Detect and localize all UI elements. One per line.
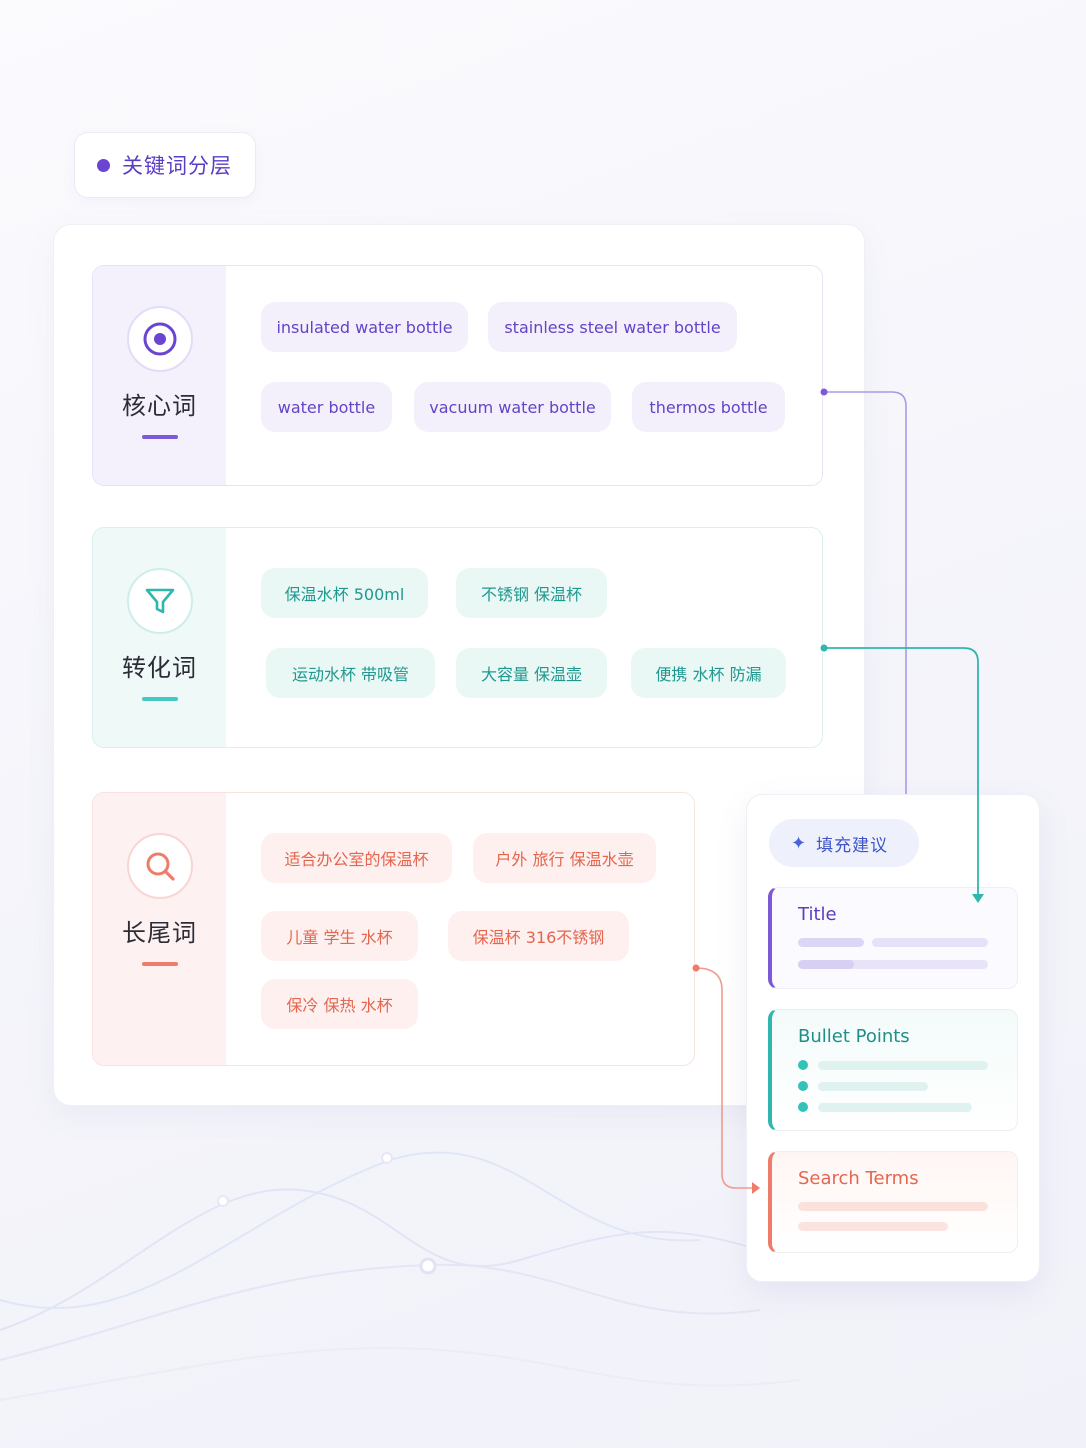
search-terms-field-label: Search Terms [798,1168,919,1189]
tier-longtail-title: 长尾词 [122,919,197,947]
keyword-tag[interactable]: 适合办公室的保温杯 [261,833,452,883]
keyword-tag[interactable]: water bottle [261,382,392,432]
tier-core-underline [141,435,178,439]
placeholder-bar [798,960,854,969]
bullet-points-field-label: Bullet Points [798,1026,910,1047]
tier-longtail: 长尾词 适合办公室的保温杯 户外 旅行 保温水壶 儿童 学生 水杯 保温杯 31… [92,792,695,1066]
fill-suggestion-card: ✦ 填充建议 Title Bullet Points Search Terms [746,794,1040,1282]
search-icon [126,833,193,899]
keyword-tag[interactable]: 不锈钢 保温杯 [456,568,607,618]
keyword-tag[interactable]: 保冷 保热 水杯 [261,979,418,1029]
title-field[interactable]: Title [768,887,1018,989]
tier-longtail-label: 长尾词 [93,793,226,1065]
placeholder-bar [818,1103,972,1112]
bullet-dot [798,1060,808,1070]
placeholder-bar [798,1202,988,1211]
keyword-tag[interactable]: vacuum water bottle [414,382,611,432]
placeholder-bar [872,938,988,947]
target-icon [126,306,193,372]
bullet-points-field[interactable]: Bullet Points [768,1009,1018,1131]
tier-conversion-title: 转化词 [122,654,197,682]
bullet-dot [798,1102,808,1112]
placeholder-bar [818,1061,988,1070]
bullet-dot [798,1081,808,1091]
keyword-tag[interactable]: 保温水杯 500ml [261,568,428,618]
tier-conversion: 转化词 保温水杯 500ml 不锈钢 保温杯 运动水杯 带吸管 大容量 保温壶 … [92,527,823,748]
fill-suggestion-label: 填充建议 [816,835,889,856]
placeholder-bar [798,1222,948,1231]
section-title: 关键词分层 [122,154,232,178]
tier-conversion-underline [141,697,178,701]
tier-longtail-tags: 适合办公室的保温杯 户外 旅行 保温水壶 儿童 学生 水杯 保温杯 316不锈钢… [226,793,694,1065]
tier-conversion-label: 转化词 [93,528,226,747]
background-waves [0,1151,801,1401]
section-chip: 关键词分层 [74,132,256,198]
title-field-label: Title [798,904,837,925]
tier-core-tags: insulated water bottle stainless steel w… [226,266,822,485]
keyword-tag[interactable]: stainless steel water bottle [488,302,737,352]
keyword-tag[interactable]: 运动水杯 带吸管 [266,648,435,698]
tier-longtail-underline [141,962,178,966]
keyword-tag[interactable]: 户外 旅行 保温水壶 [473,833,656,883]
placeholder-bar [798,938,864,947]
sparkle-icon: ✦ [791,832,807,854]
tier-conversion-tags: 保温水杯 500ml 不锈钢 保温杯 运动水杯 带吸管 大容量 保温壶 便携 水… [226,528,822,747]
keyword-tag[interactable]: 大容量 保温壶 [456,648,607,698]
keyword-tag[interactable]: insulated water bottle [261,302,468,352]
keyword-tag[interactable]: 保温杯 316不锈钢 [448,911,629,961]
placeholder-bar [818,1082,928,1091]
search-terms-field[interactable]: Search Terms [768,1151,1018,1253]
chip-dot [97,158,110,172]
keyword-tag[interactable]: 便携 水杯 防漏 [631,648,786,698]
fill-suggestion-chip: ✦ 填充建议 [769,819,919,867]
keyword-tag[interactable]: thermos bottle [632,382,785,432]
tier-core-label: 核心词 [93,266,226,485]
tier-core-title: 核心词 [122,392,197,420]
keyword-tag[interactable]: 儿童 学生 水杯 [261,911,418,961]
filter-icon [126,568,193,634]
placeholder-bar [798,960,988,969]
tier-core: 核心词 insulated water bottle stainless ste… [92,265,823,486]
